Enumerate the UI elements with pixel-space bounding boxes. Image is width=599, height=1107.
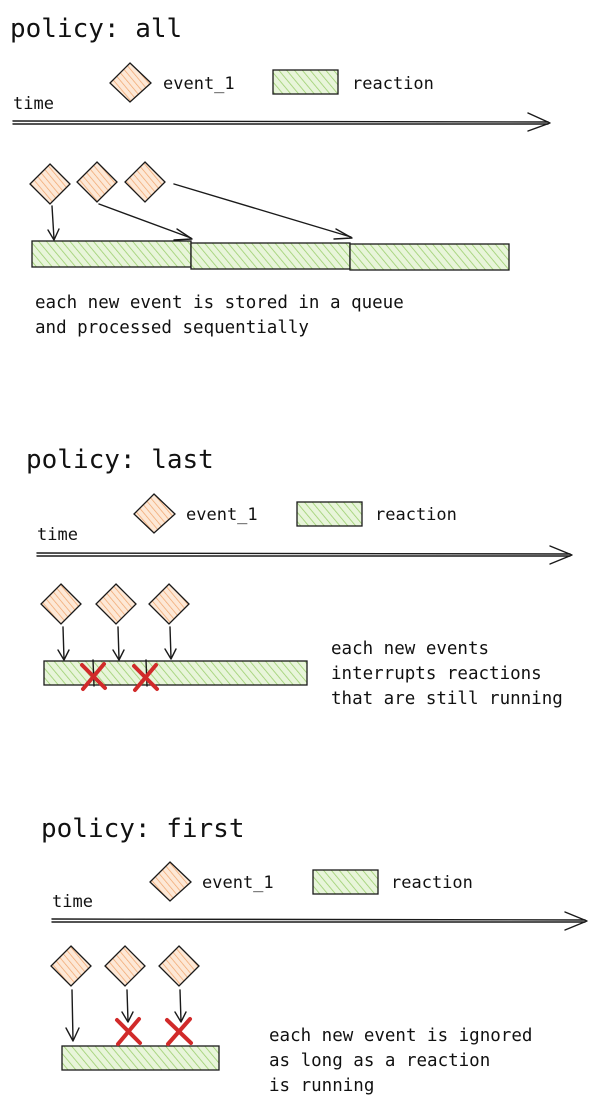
time-axis-arrow xyxy=(36,545,573,565)
event-diamond xyxy=(158,945,200,987)
legend-reaction-icon xyxy=(272,69,339,95)
legend-event-icon xyxy=(149,861,192,902)
event-arrow xyxy=(112,626,125,661)
event-diamond xyxy=(104,945,146,987)
event-diamond xyxy=(124,161,166,203)
section-description-line: each new event is ignored xyxy=(269,1026,532,1046)
section-description-line: that are still running xyxy=(331,689,563,709)
time-axis-arrow xyxy=(12,112,551,132)
cancel-cross-icon xyxy=(115,1017,142,1046)
event-arrow xyxy=(164,626,177,660)
legend-reaction-label: reaction xyxy=(375,505,457,525)
section-title: policy: first xyxy=(41,814,245,844)
section-description-line: and processed sequentially xyxy=(35,318,309,338)
event-arrow xyxy=(47,205,60,241)
reaction-bar xyxy=(349,243,510,271)
event-arrow xyxy=(121,989,134,1023)
legend-event-icon xyxy=(133,493,176,534)
reaction-bar xyxy=(61,1045,220,1071)
event-diamond xyxy=(40,583,82,625)
event-diamond xyxy=(148,583,190,625)
section-description-line: each new events xyxy=(331,639,489,659)
section-policy-all: policy: all event_1 reaction time xyxy=(10,14,551,338)
event-diamond xyxy=(50,945,92,987)
reaction-boundary xyxy=(92,659,95,687)
event-diamond xyxy=(76,161,118,203)
time-axis-label: time xyxy=(37,525,78,545)
cancel-cross-icon xyxy=(132,663,159,692)
legend-reaction-label: reaction xyxy=(352,74,434,94)
section-description-line: is running xyxy=(269,1076,374,1096)
cancel-cross-icon xyxy=(165,1017,193,1046)
event-diamond xyxy=(29,163,71,205)
section-policy-first: policy: first event_1 reaction time xyxy=(41,814,588,1096)
section-description-line: each new event is stored in a queue xyxy=(35,293,404,313)
reaction-bar xyxy=(31,240,192,268)
section-title: policy: all xyxy=(10,14,182,44)
legend-event-label: event_1 xyxy=(163,74,235,94)
event-arrow xyxy=(174,989,187,1023)
event-arrow xyxy=(173,183,353,240)
section-description-line: as long as a reaction xyxy=(269,1051,490,1071)
event-arrow xyxy=(65,989,80,1042)
legend-reaction-label: reaction xyxy=(391,873,473,893)
section-policy-last: policy: last event_1 reaction time xyxy=(26,445,573,709)
time-axis-label: time xyxy=(52,892,93,912)
legend-reaction-icon xyxy=(312,869,379,895)
legend-event-label: event_1 xyxy=(202,873,274,893)
reaction-boundary xyxy=(145,659,148,687)
legend-event-label: event_1 xyxy=(186,505,258,525)
reaction-bar xyxy=(190,242,351,270)
time-axis-label: time xyxy=(13,94,54,114)
legend-reaction-icon xyxy=(296,501,363,527)
section-description-line: interrupts reactions xyxy=(331,664,542,684)
event-arrow xyxy=(98,203,193,241)
time-axis-arrow xyxy=(51,911,588,931)
cancel-cross-icon xyxy=(80,662,107,691)
event-diamond xyxy=(95,583,137,625)
section-title: policy: last xyxy=(26,445,214,475)
legend-event-icon xyxy=(109,62,152,103)
event-arrow xyxy=(57,626,70,661)
